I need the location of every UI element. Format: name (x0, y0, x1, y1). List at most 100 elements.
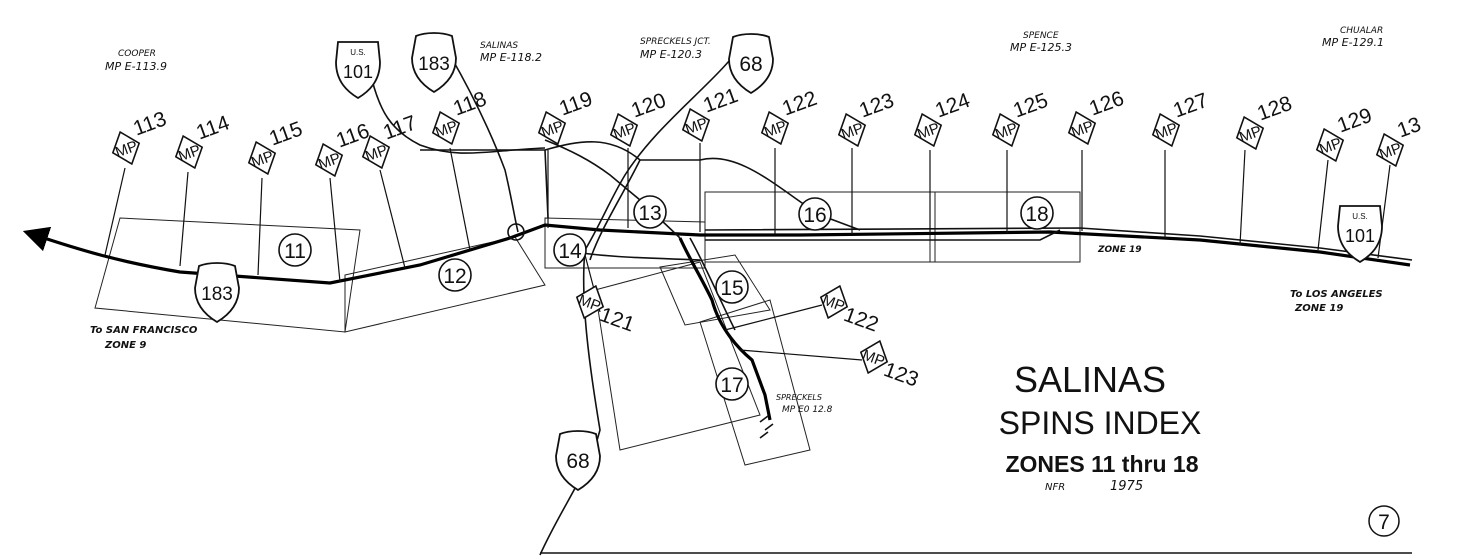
milepost-prefix: MP (363, 142, 390, 166)
milepost-number: 115 (266, 117, 305, 150)
milepost-marker[interactable]: MP 121 (571, 281, 638, 337)
milepost-number: 124 (932, 89, 973, 123)
milepost-prefix: MP (1153, 120, 1180, 144)
destination-san-francisco: To SAN FRANCISCO ZONE 9 (90, 325, 198, 351)
milepost-marker[interactable]: MP 120 (605, 89, 669, 151)
milepost-prefix: MP (860, 347, 887, 371)
milepost-marker[interactable]: MP 125 (987, 89, 1051, 151)
milepost-number: 126 (1086, 87, 1127, 121)
milepost-marker[interactable]: MP 121 (677, 84, 741, 146)
milepost-marker[interactable]: MP 124 (909, 89, 973, 151)
zone-number: 12 (443, 265, 466, 288)
place-milepost: MP E-120.3 (640, 48, 702, 61)
place-name: CHUALAR (1340, 26, 1383, 36)
milepost-prefix: MP (113, 138, 140, 162)
zone-number: 14 (558, 240, 582, 263)
milepost-number: 121 (700, 84, 741, 118)
milepost-marker[interactable]: MP 118 (427, 87, 490, 148)
state-route-shield: 68 (728, 33, 774, 95)
title-block: SALINAS SPINS INDEX ZONES 11 thru 18 NFR… (999, 359, 1202, 494)
state-route-shield: 183 (411, 32, 457, 94)
milepost-marker[interactable]: MP 117 (357, 111, 420, 172)
year: 1975 (1110, 479, 1143, 494)
milepost-prefix: MP (539, 118, 566, 142)
milepost-marker[interactable]: MP 122 (756, 87, 820, 149)
sheet-number: 7 (1368, 505, 1400, 537)
place-label-spreckels-jct: SPRECKELS JCT. MP E-120.3 (640, 37, 711, 61)
milepost-marker[interactable]: MP 129 (1311, 104, 1375, 166)
milepost-marker[interactable]: MP 127 (1147, 89, 1211, 151)
place-milepost: MP E-125.3 (1010, 41, 1072, 54)
milepost-prefix: MP (1069, 118, 1096, 142)
milepost-marker[interactable]: MP 128 (1231, 92, 1295, 154)
milepost-marker[interactable]: MP 115 (243, 117, 306, 178)
zone-marker[interactable]: 17 (715, 367, 749, 401)
destination-zone: ZONE 19 (1294, 303, 1343, 314)
milepost-prefix: MP (176, 142, 203, 166)
zone-marker[interactable]: 13 (633, 195, 667, 229)
milepost-marker[interactable]: MP 122 (815, 281, 882, 337)
shield-number: 101 (1345, 226, 1375, 246)
milepost-marker[interactable]: MP 119 (533, 87, 596, 148)
milepost-number: 118 (450, 87, 489, 120)
milepost-marker[interactable]: MP 114 (170, 111, 233, 173)
zone-marker[interactable]: 16 (798, 197, 832, 231)
title-line-1: SALINAS (1014, 359, 1166, 400)
milepost-prefix: MP (249, 148, 276, 172)
state-route-shield: 68 (555, 430, 601, 492)
milepost-number: 125 (1010, 89, 1051, 123)
shield-number: 68 (566, 450, 589, 473)
sheet-number-value: 7 (1378, 511, 1390, 534)
milepost-marker[interactable]: MP 113 (107, 107, 170, 168)
milepost-number: 123 (881, 358, 922, 392)
route-shields: U.S. 101 U.S. 101 183 183 68 68 (194, 32, 1383, 492)
milepost-prefix: MP (1317, 135, 1344, 159)
signature: NFR (1045, 482, 1065, 493)
zone-number: 18 (1025, 203, 1048, 226)
milepost-number: 122 (841, 303, 882, 337)
shield-number: 68 (739, 53, 762, 76)
zone-marker[interactable]: 15 (715, 270, 749, 304)
place-name: COOPER (118, 49, 156, 59)
milepost-prefix: MP (576, 292, 603, 316)
shield-number: 101 (343, 62, 373, 82)
place-labels: COOPER MP E-113.9 SALINAS MP E-118.2 SPR… (105, 26, 1384, 415)
milepost-marker[interactable]: MP 123 (855, 336, 922, 392)
zone-marker[interactable]: 18 (1020, 196, 1054, 230)
milepost-prefix: MP (839, 120, 866, 144)
milepost-number: 113 (130, 107, 169, 140)
milepost-prefix: MP (993, 120, 1020, 144)
zone-marker[interactable]: 14 (553, 233, 587, 267)
zone-number: 13 (638, 202, 661, 225)
milepost-number: 122 (779, 87, 820, 121)
milepost-prefix: MP (762, 118, 789, 142)
place-milepost: MP E-118.2 (480, 51, 542, 64)
milepost-prefix: MP (683, 115, 710, 139)
milepost-number: 114 (193, 111, 233, 144)
place-milepost: MP E-113.9 (105, 60, 167, 73)
shield-caption: U.S. (350, 48, 366, 57)
zone-number: 16 (803, 204, 826, 227)
destination-zone: ZONE 9 (104, 340, 146, 351)
zone-number: 11 (284, 240, 306, 263)
milepost-marker[interactable]: MP 126 (1063, 87, 1127, 149)
zone-marker[interactable]: 12 (438, 258, 472, 292)
title-zones: ZONES 11 thru 18 (1005, 451, 1198, 477)
place-label-spence: SPENCE MP E-125.3 (1010, 31, 1072, 54)
place-name: SPRECKELS JCT. (640, 37, 711, 47)
milepost-marker[interactable]: MP 13 (1371, 113, 1424, 171)
place-label-salinas: SALINAS MP E-118.2 (480, 41, 542, 64)
zone-marker[interactable]: 11 (278, 233, 312, 267)
zone-19-label: ZONE 19 (1097, 245, 1142, 255)
zone-markers: 11 12 13 14 15 16 17 18 (278, 195, 1054, 401)
milepost-number: 119 (556, 87, 595, 120)
zone-number: 15 (720, 277, 743, 300)
milepost-number: 121 (597, 303, 638, 337)
place-label-cooper: COOPER MP E-113.9 (105, 49, 167, 73)
shield-caption: U.S. (1352, 212, 1368, 221)
milepost-marker[interactable]: MP 123 (833, 89, 897, 151)
milepost-prefix: MP (1237, 123, 1264, 147)
place-label-spreckels: SPRECKELS MP E0 12.8 (776, 393, 833, 415)
shield-number: 183 (418, 54, 450, 75)
